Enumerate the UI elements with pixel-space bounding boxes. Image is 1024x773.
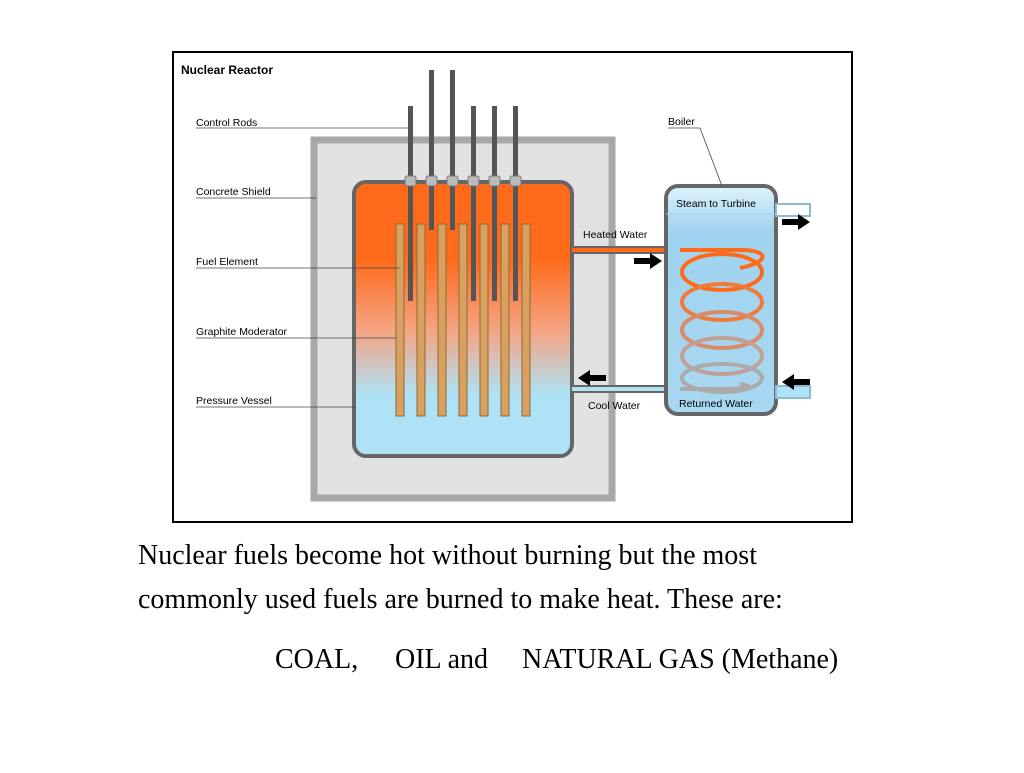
control-rod — [513, 106, 518, 301]
arrow-left-icon — [782, 374, 810, 390]
control-rod — [429, 70, 434, 230]
fuel-element — [458, 223, 468, 417]
fuel-element — [395, 223, 405, 417]
flow-arrows — [578, 214, 810, 390]
control-rod-collar — [488, 175, 501, 187]
control-rod — [408, 106, 413, 301]
fuel-element — [479, 223, 489, 417]
control-rod — [492, 106, 497, 301]
heat-exchanger-coil — [680, 248, 765, 394]
control-rod — [450, 70, 455, 230]
caption-line-2: commonly used fuels are burned to make h… — [138, 584, 783, 615]
control-rod — [471, 106, 476, 301]
fuel-element — [416, 223, 426, 417]
control-rod-collar — [425, 175, 438, 187]
label-steam-to-turbine: Steam to Turbine — [676, 198, 756, 210]
fuel-element — [437, 223, 447, 417]
label-cool-water: Cool Water — [588, 400, 641, 412]
fuel-element — [500, 223, 510, 417]
fuel-coal: COAL, — [275, 644, 359, 675]
caption-line-1: Nuclear fuels become hot without burning… — [138, 540, 757, 571]
label-concrete-shield: Concrete Shield — [196, 186, 271, 198]
label-boiler: Boiler — [668, 116, 695, 128]
label-heated-water: Heated Water — [583, 229, 648, 241]
label-pressure-vessel: Pressure Vessel — [196, 395, 272, 407]
leader-lines — [196, 127, 723, 408]
label-control-rods: Control Rods — [196, 117, 257, 129]
fuel-natural-gas: NATURAL GAS (Methane) — [522, 644, 839, 675]
control-rod-collar — [404, 175, 417, 187]
control-rods — [404, 70, 522, 301]
control-rod-collar — [509, 175, 522, 187]
fuel-element — [521, 223, 531, 417]
fuel-oil: OIL and — [395, 644, 489, 675]
fuel-elements — [395, 223, 531, 417]
label-returned-water: Returned Water — [679, 398, 753, 410]
control-rod-collar — [467, 175, 480, 187]
control-rod-collar — [446, 175, 459, 187]
arrow-right-icon — [634, 253, 662, 269]
arrow-right-icon — [782, 214, 810, 230]
steam-outlet-pipe — [775, 203, 811, 217]
label-graphite-moderator: Graphite Moderator — [196, 326, 288, 338]
label-fuel-element: Fuel Element — [196, 256, 258, 268]
boiler — [664, 184, 778, 416]
arrow-left-icon — [578, 370, 606, 386]
diagram-title: Nuclear Reactor — [181, 63, 273, 77]
